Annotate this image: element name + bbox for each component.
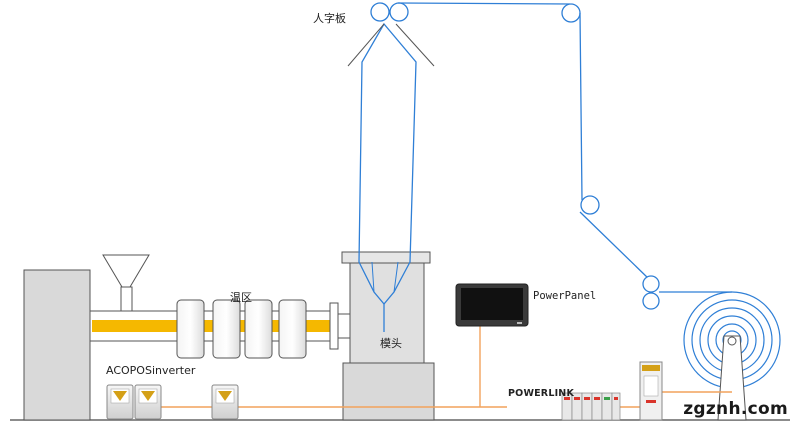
- acopos-drive-2: [134, 384, 162, 420]
- power-panel-led: [517, 322, 522, 324]
- guide-roller-3: [642, 275, 660, 293]
- winder-shaft: [727, 336, 737, 346]
- v-board-right: [395, 23, 435, 67]
- heater-band-2: [212, 299, 241, 359]
- power-panel-label: PowerPanel: [533, 290, 597, 302]
- watermark: zgznh.com: [683, 399, 788, 419]
- guide-roller-1: [561, 3, 581, 23]
- die-lip-lines: [371, 261, 399, 293]
- guide-roller-4: [642, 292, 660, 310]
- die-stand: [342, 362, 435, 421]
- guide-roller-2: [580, 195, 600, 215]
- acopos-drive-1: [106, 384, 134, 420]
- power-panel-screen: [461, 288, 523, 320]
- die-head-label: 模头: [380, 337, 402, 350]
- acopos-inverter-label: ACOPOSinverter: [106, 364, 196, 377]
- film-web-top: [397, 2, 571, 5]
- v-board-left: [347, 23, 385, 67]
- powerlink-cabling: [160, 326, 732, 408]
- heating-zone-label: 温区: [230, 291, 252, 304]
- adapter-flange: [329, 302, 339, 350]
- hopper-throat: [120, 286, 133, 312]
- acopos-servo-drive: [639, 361, 663, 421]
- powerlink-label: POWERLINK: [508, 388, 575, 399]
- heater-band-4: [278, 299, 307, 359]
- heater-band-3: [244, 299, 273, 359]
- die-head-body: [349, 262, 425, 364]
- x20-io-modules: [561, 392, 621, 421]
- v-board-label: 人字板: [313, 12, 346, 25]
- nip-roller-right: [389, 2, 409, 22]
- film-web-down: [579, 12, 651, 281]
- hopper: [102, 254, 150, 288]
- heater-band-1: [176, 299, 205, 359]
- nip-roller-left: [370, 2, 390, 22]
- extruder-base: [23, 269, 91, 421]
- acopos-drive-3: [211, 384, 239, 420]
- die-head-top: [341, 251, 431, 264]
